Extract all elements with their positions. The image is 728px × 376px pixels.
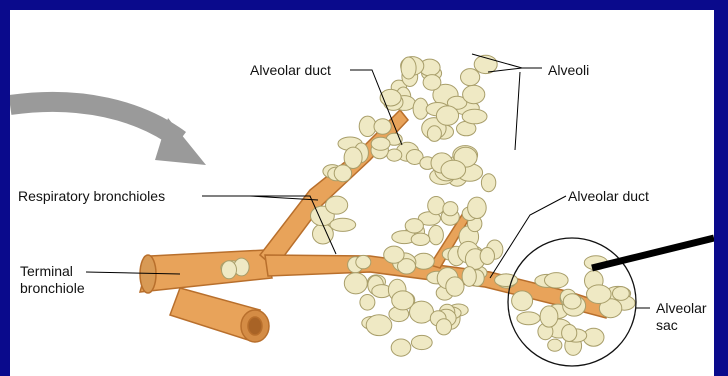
alveolus-bubble xyxy=(545,273,569,288)
diagram-panel: Alveolar duct Alveoli Respiratory bronch… xyxy=(10,10,714,376)
alveolus-bubble xyxy=(462,109,487,124)
alveolus-bubble xyxy=(480,248,494,265)
alveolus-bubble xyxy=(371,137,390,150)
alveolus-bubble xyxy=(360,295,375,311)
alveolus-bubble xyxy=(334,165,351,182)
label-respiratory-bronchioles: Respiratory bronchioles xyxy=(18,188,165,204)
alveolus-bubble xyxy=(387,149,402,161)
alveolus-bubble xyxy=(222,261,237,279)
alveolus-bubble xyxy=(359,116,376,136)
alveolus-bubble xyxy=(330,218,356,231)
alveolus-bubble xyxy=(548,339,562,351)
alveolus-bubble xyxy=(512,291,533,311)
alveolus-bubble xyxy=(461,69,480,86)
alveolus-bubble xyxy=(392,291,414,310)
alveolus-bubble xyxy=(517,312,540,325)
alveolus-bubble xyxy=(481,174,495,192)
alveolus-bubble xyxy=(468,197,487,218)
alveolus-bubble xyxy=(563,294,581,309)
pointer-line xyxy=(592,238,714,268)
alveolus-bubble xyxy=(462,267,476,287)
alveolus-bubble xyxy=(443,202,458,216)
alveolus-bubble xyxy=(429,225,444,244)
label-alveolar-duct-top: Alveolar duct xyxy=(250,62,331,78)
alveolus-bubble xyxy=(384,246,404,263)
label-alveoli: Alveoli xyxy=(548,62,589,78)
alveolus-bubble xyxy=(374,119,391,135)
alveolus-bubble xyxy=(405,219,423,233)
label-terminal-bronchiole-line2: bronchiole xyxy=(20,280,85,296)
alveolus-bubble xyxy=(423,75,441,91)
alveolus-bubble xyxy=(391,339,411,356)
alveolus-bubble xyxy=(436,319,451,335)
alveolus-bubble xyxy=(326,196,348,214)
alveolus-bubble xyxy=(441,160,466,179)
label-terminal-bronchiole-line1: Terminal xyxy=(20,263,73,279)
alveolus-bubble xyxy=(446,277,464,296)
alveolus-bubble xyxy=(427,126,441,142)
label-alveolar-sac-line1: Alveolar xyxy=(656,300,707,316)
alveolus-bubble xyxy=(411,335,432,349)
alveolus-bubble xyxy=(356,255,371,268)
alveolus-bubble xyxy=(540,306,558,327)
alveolus-bubble xyxy=(344,273,367,294)
label-alveolar-duct-right: Alveolar duct xyxy=(568,188,649,204)
alveolus-bubble xyxy=(436,106,458,125)
alveolus-bubble xyxy=(562,325,577,342)
alveolus-bubble xyxy=(411,233,430,245)
alveoli-clusters xyxy=(221,55,635,356)
alveolus-bubble xyxy=(366,315,392,336)
alveolus-bubble xyxy=(463,85,485,103)
alveolus-bubble xyxy=(587,285,612,304)
alveolus-bubble xyxy=(428,197,445,215)
curved-arrow xyxy=(10,102,180,140)
alveolus-bubble xyxy=(401,57,416,79)
label-alveolar-sac-line2: sac xyxy=(656,317,678,333)
alveolus-bubble xyxy=(613,287,630,301)
